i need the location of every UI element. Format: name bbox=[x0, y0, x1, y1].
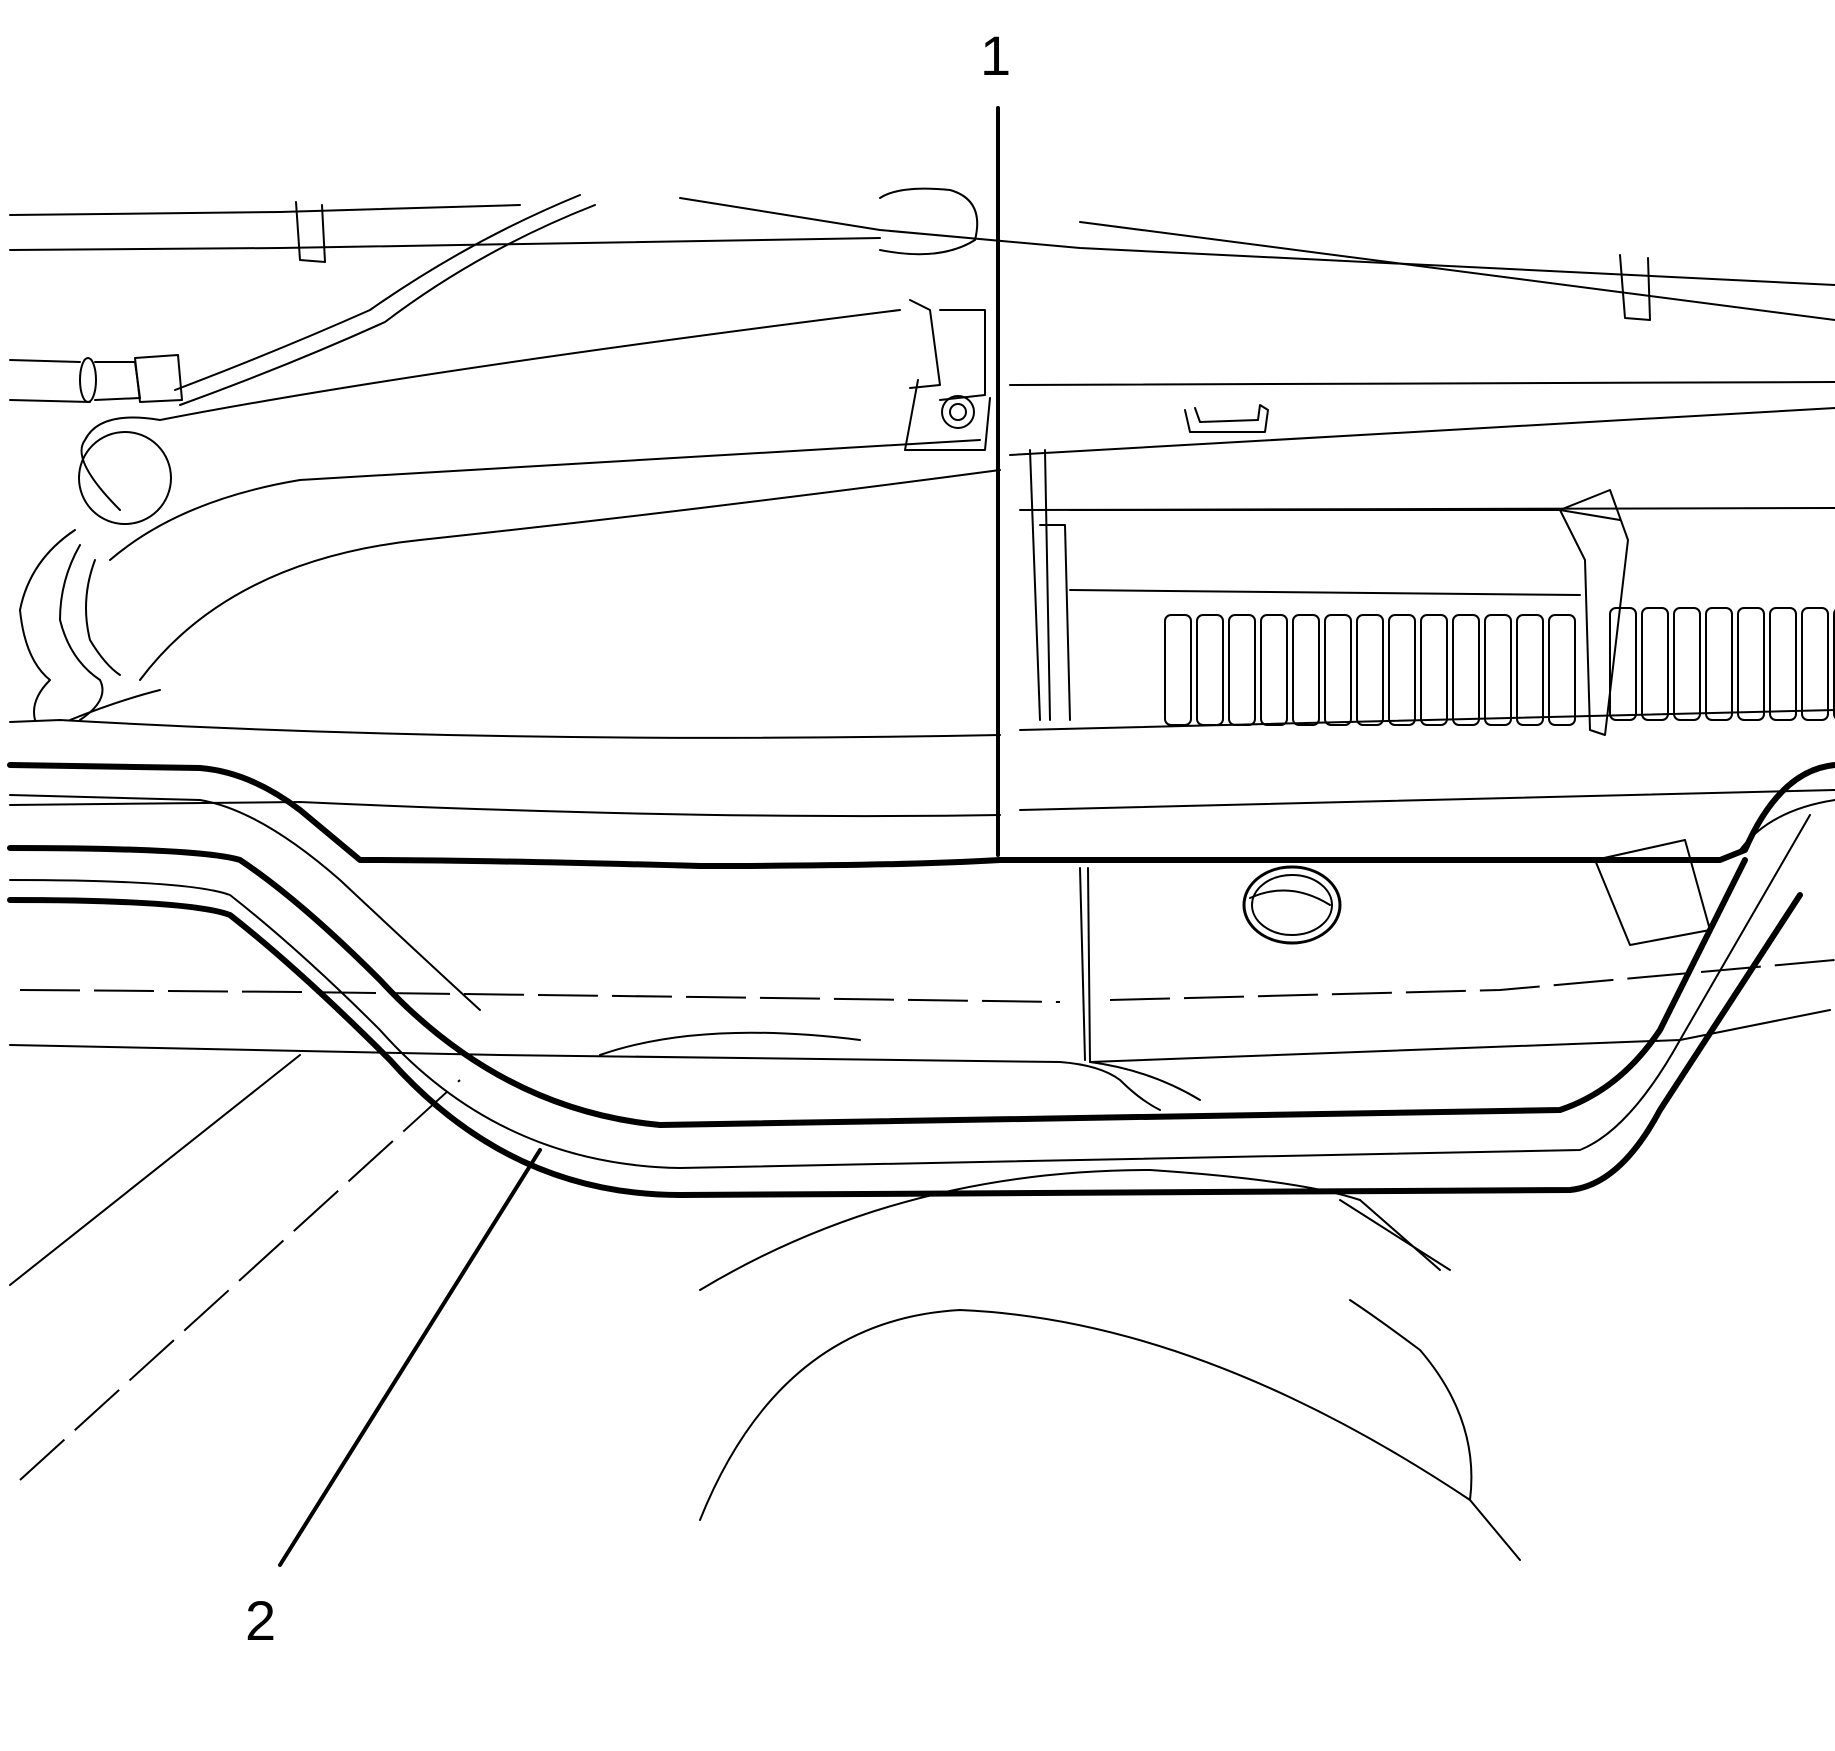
callout-2: 2 bbox=[245, 1589, 276, 1652]
wheel-arch bbox=[699, 1169, 1521, 1561]
side-bracket bbox=[1594, 839, 1711, 946]
grille-slot bbox=[1673, 607, 1701, 721]
grille-slots-right bbox=[1609, 607, 1835, 721]
grille-slot bbox=[1292, 614, 1320, 726]
grille-slots-left bbox=[1164, 614, 1576, 726]
grille-slot bbox=[1609, 607, 1637, 721]
callout-2-leader bbox=[278, 1148, 542, 1567]
grille-slot bbox=[1324, 614, 1352, 726]
cowl-vent-seal bbox=[7, 762, 1835, 1063]
windshield-lower-edge bbox=[9, 187, 1835, 321]
grommet bbox=[1242, 865, 1342, 945]
fender-body bbox=[9, 959, 1835, 1111]
air-inlet-grille bbox=[1029, 449, 1835, 736]
grille-slot bbox=[1737, 607, 1765, 721]
grille-slot bbox=[1356, 614, 1384, 726]
grille-slot bbox=[1196, 614, 1224, 726]
grille-slot bbox=[1548, 614, 1576, 726]
grille-slot bbox=[1769, 607, 1797, 721]
wiper-arm bbox=[78, 299, 1835, 561]
grille-slot bbox=[1228, 614, 1256, 726]
grille-slot bbox=[1641, 607, 1669, 721]
wiper-pivot-housing bbox=[19, 469, 1001, 721]
grille-slot bbox=[1388, 614, 1416, 726]
grille-slot bbox=[1164, 614, 1192, 726]
grille-slot bbox=[1420, 614, 1448, 726]
grille-slot bbox=[1833, 609, 1835, 719]
grille-slot bbox=[1452, 614, 1480, 726]
callout-1: 1 bbox=[980, 24, 1011, 87]
grille-slot bbox=[1260, 614, 1288, 726]
grille-slot bbox=[1705, 607, 1733, 721]
grille-slot bbox=[1516, 614, 1544, 726]
grille-slot bbox=[1484, 614, 1512, 726]
cowl-panel bbox=[9, 507, 1835, 818]
washer-hose bbox=[9, 194, 596, 406]
hood-rear-seal bbox=[7, 814, 1811, 1198]
hood-panel-lines bbox=[9, 1054, 1451, 1481]
grille-slot bbox=[1801, 607, 1829, 721]
